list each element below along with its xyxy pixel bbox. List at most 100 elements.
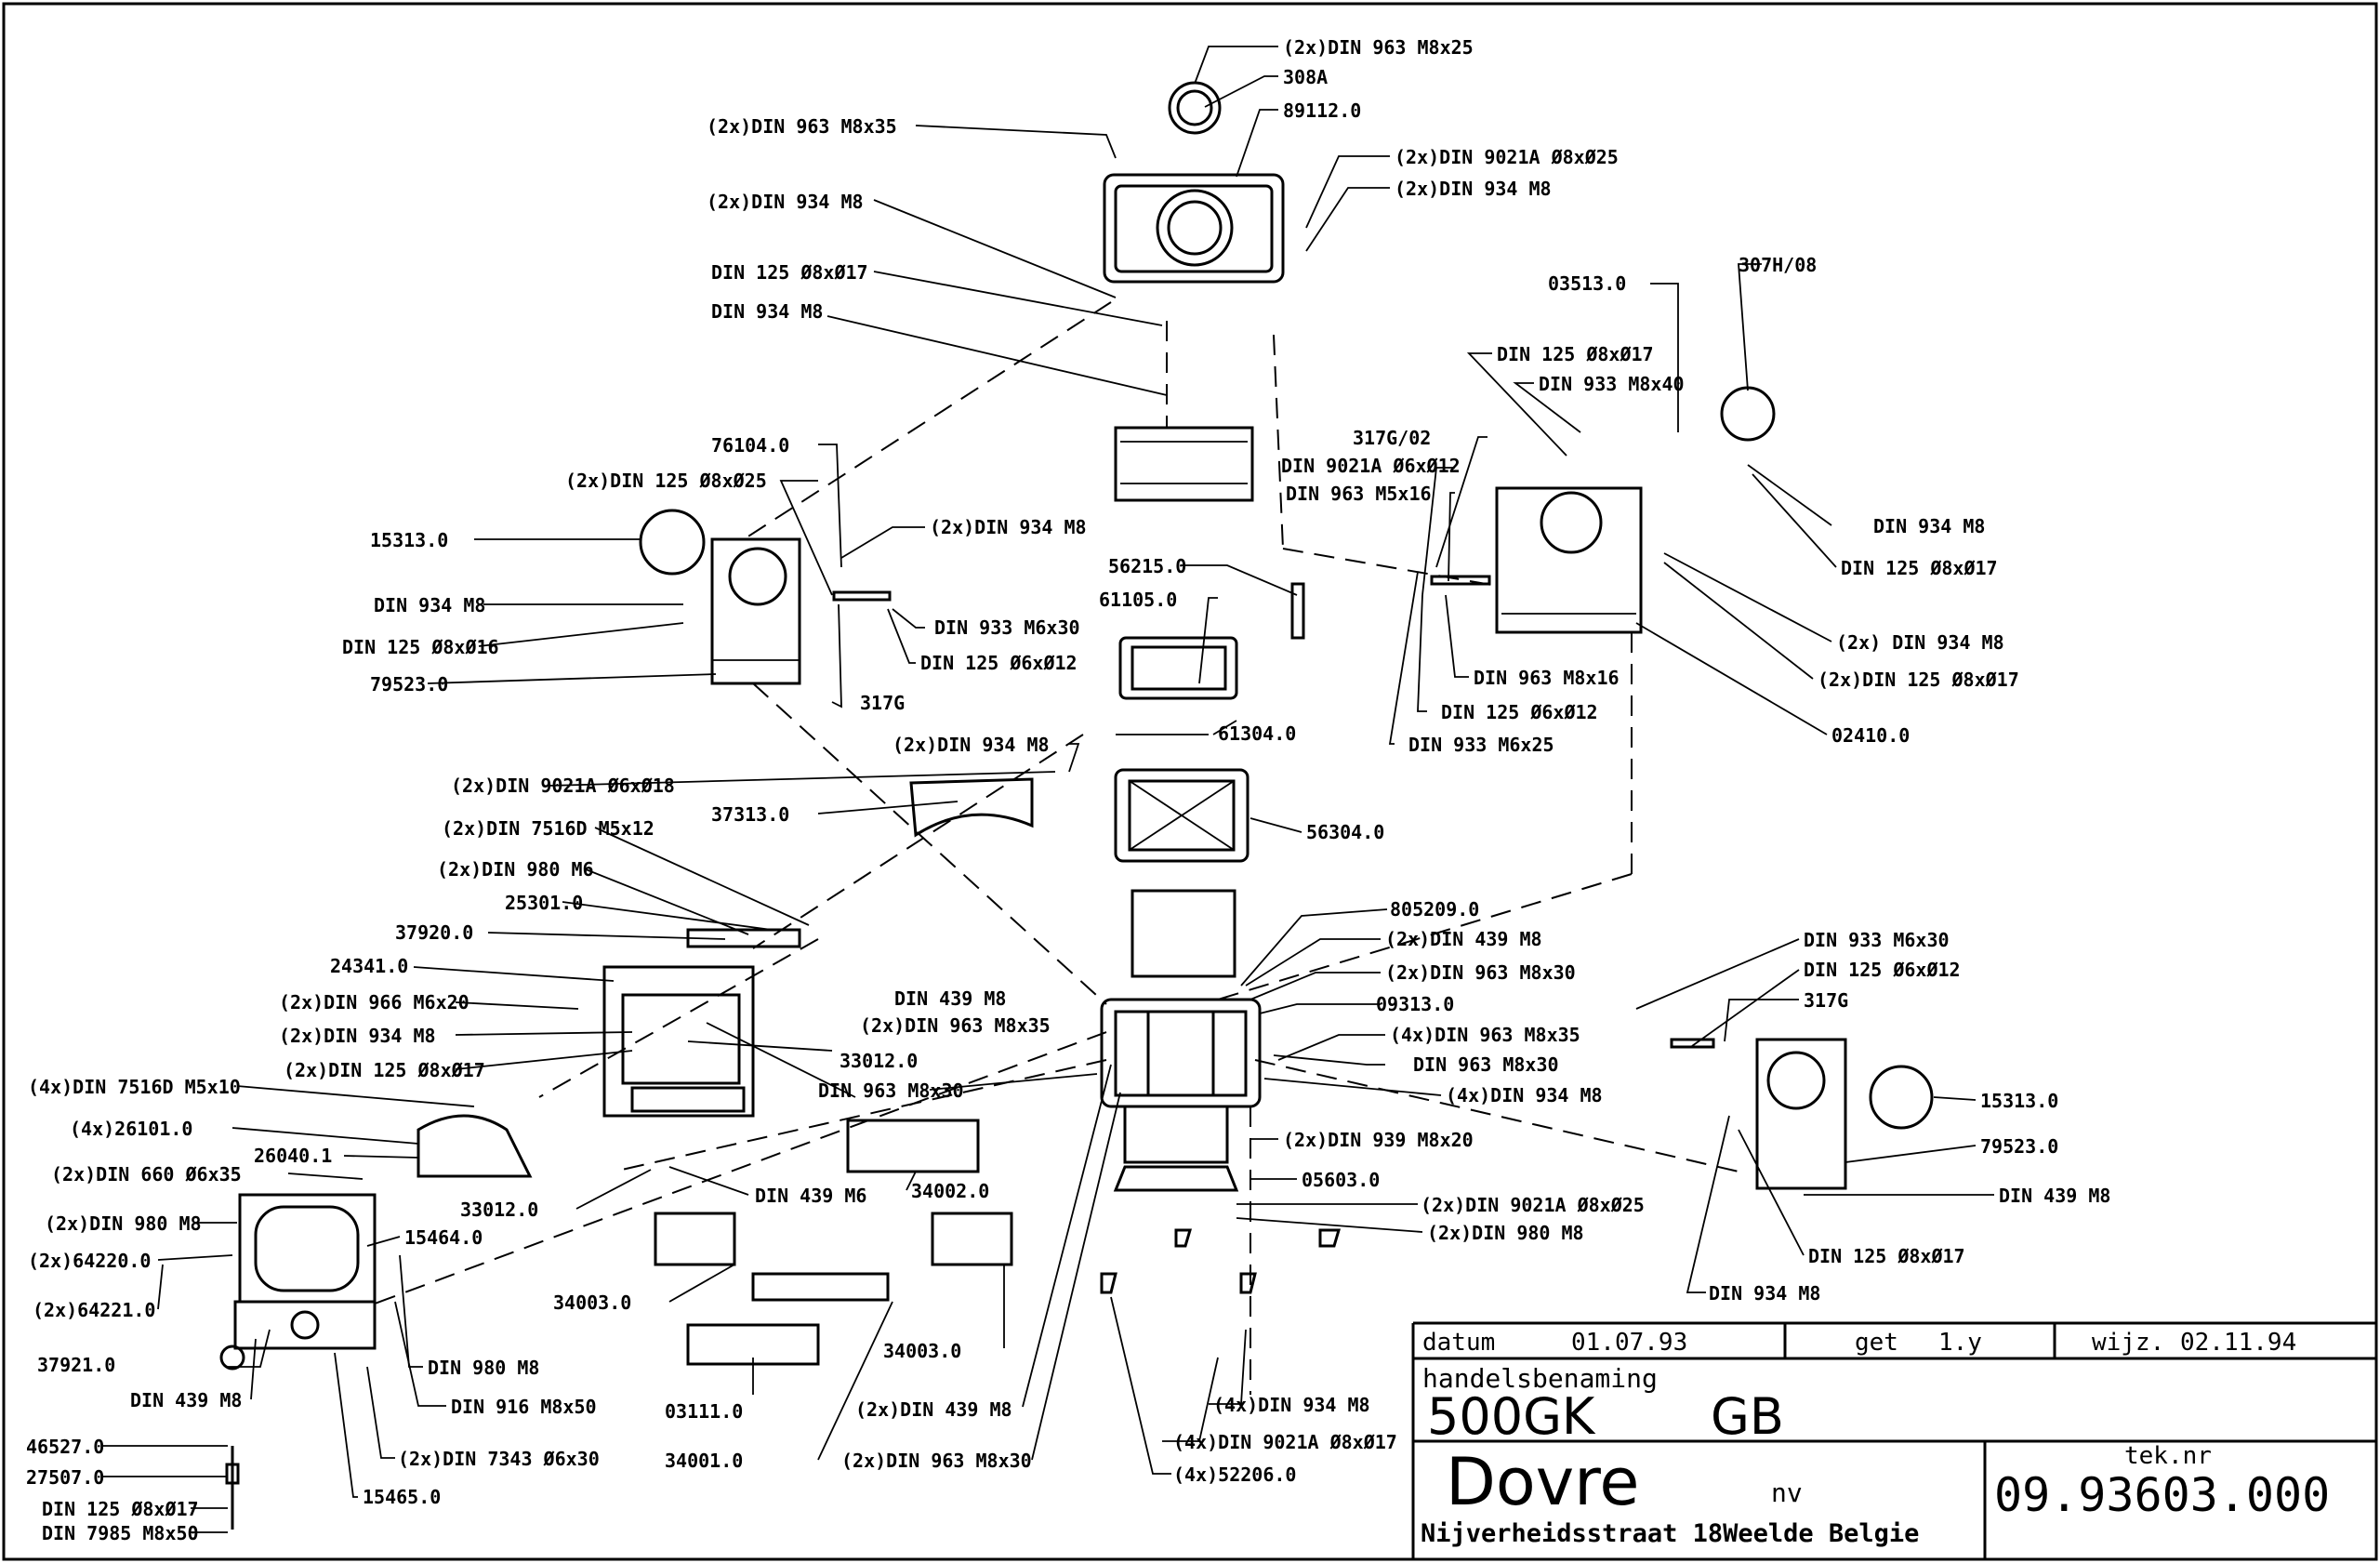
label-15465: 15465.0 [363,1486,441,1508]
label-din439-m8-e: (2x)DIN 439 M8 [855,1398,1012,1421]
label-79523-b: 79523.0 [1980,1135,2058,1158]
label-din125-8x17-g: DIN 125 Ø8xØ17 [42,1498,199,1520]
part-front-frame-24341 [602,928,801,1118]
label-din9021a-8x17: (4x)DIN 9021A Ø8xØ17 [1173,1431,1397,1453]
label-din9021a-6x12: DIN 9021A Ø6xØ12 [1281,455,1461,477]
tek-nr-value: 09.93603.000 [1994,1468,2330,1522]
datum-value: 01.07.93 [1571,1329,1687,1357]
label-307h08: 307H/08 [1739,254,1817,276]
label-din125-6x12-b: DIN 125 Ø6xØ12 [1441,701,1598,723]
label-89112: 89112.0 [1283,99,1361,122]
label-din125-8x17-d: (2x)DIN 125 Ø8xØ17 [1818,669,2019,691]
assembly-center-lines [366,301,1739,1395]
label-52206: (4x)52206.0 [1173,1464,1296,1486]
label-56304: 56304.0 [1306,821,1384,843]
label-24341: 24341.0 [330,955,408,977]
label-din933-m6x30-a: DIN 933 M6x30 [934,616,1080,639]
part-right-side-panel [1430,386,1776,634]
part-left-side-panel [639,509,892,685]
label-din963-m8x35: (2x)DIN 963 M8x35 [707,115,897,138]
label-din439-m6: DIN 439 M6 [755,1185,866,1207]
label-din125-8x17-f: DIN 125 Ø8xØ17 [1808,1245,1965,1267]
label-15313-b: 15313.0 [1980,1090,2058,1112]
label-din9021a-8x25: (2x)DIN 9021A Ø8xØ25 [1395,146,1619,168]
label-din7343-6x30: (2x)DIN 7343 Ø6x30 [398,1448,600,1470]
part-grate-61105 [1118,582,1305,700]
label-din980-m6: (2x)DIN 980 M6 [437,858,594,881]
model-name: 500GK [1427,1387,1596,1446]
label-din660-6x35: (2x)DIN 660 Ø6x35 [51,1163,242,1185]
company-name: Dovre [1446,1444,1639,1520]
label-din934-m8-4x: (4x)DIN 934 M8 [1446,1084,1603,1106]
label-09313: 09313.0 [1376,993,1454,1015]
label-76104: 76104.0 [711,434,789,457]
label-din980-m8-c: DIN 980 M8 [428,1357,539,1379]
label-26101: (4x)26101.0 [70,1118,192,1140]
label-din963-m8x30-a: (2x)DIN 963 M8x30 [1385,961,1576,984]
part-fire-bricks [654,1212,1013,1366]
label-din934-m8-f: DIN 934 M8 [1873,515,1985,537]
label-din125-6x12-a: DIN 125 Ø6xØ12 [920,652,1078,674]
label-din963-m5x16: DIN 963 M5x16 [1286,483,1432,505]
label-46527: 46527.0 [26,1436,104,1458]
label-33012-b: 33012.0 [460,1199,538,1221]
label-34001: 34001.0 [665,1450,743,1472]
wijz-value: 02.11.94 [2180,1329,2296,1357]
label-26040: 26040.1 [254,1145,332,1167]
label-din934-m8-4x-b: (4x)DIN 934 M8 [1213,1394,1370,1416]
title-block: datum 01.07.93 get 1.y wijz. 02.11.94 ha… [1411,1321,2376,1559]
part-flue-collar-assembly [1103,81,1285,284]
label-33012-a: 33012.0 [840,1050,918,1072]
label-din934-m8-e: DIN 934 M8 [374,594,485,616]
label-308a: 308A [1283,66,1328,88]
label-79523-a: 79523.0 [370,673,448,695]
label-din916-m8x50: DIN 916 M8x50 [451,1396,597,1418]
company-suffix: nv [1771,1477,1803,1508]
label-34002: 34002.0 [911,1180,989,1202]
label-61105: 61105.0 [1099,589,1177,611]
label-din125-8x16: DIN 125 Ø8xØ16 [342,636,499,658]
label-din934-m8-g: (2x)DIN 934 M8 [892,734,1050,756]
label-2x-din934-m8: (2x) DIN 934 M8 [1836,631,2004,654]
label-din933-m8x40: DIN 933 M8x40 [1539,373,1685,395]
label-64221: (2x)64221.0 [33,1299,155,1321]
label-din125-6x12-c: DIN 125 Ø6xØ12 [1804,959,1961,981]
label-03513: 03513.0 [1548,272,1626,295]
label-317g-a: 317G [860,692,905,714]
label-din7985-m8x50: DIN 7985 M8x50 [42,1522,199,1544]
label-15313-a: 15313.0 [370,529,448,551]
label-317g02: 317G/02 [1353,427,1431,449]
label-din439-m8-c: DIN 439 M8 [1999,1185,2110,1207]
part-stove-body [1100,998,1262,1192]
label-din7516d-m5x10: (4x)DIN 7516D M5x10 [28,1076,241,1098]
label-61304: 61304.0 [1218,722,1296,745]
datum-label: datum [1422,1329,1495,1357]
label-din125-8x17-a: DIN 125 Ø8xØ17 [711,261,868,284]
model-suffix: GB [1711,1387,1784,1446]
handelsbenaming-label: handelsbenaming [1422,1363,1658,1394]
company-address: Nijverheidsstraat 18Weelde Belgie [1421,1519,1919,1548]
label-din963-m8x30-b: DIN 963 M8x30 [1413,1053,1559,1076]
label-din439-m8-b: DIN 439 M8 [894,987,1006,1010]
label-din963-m8x25: (2x)DIN 963 M8x25 [1283,36,1474,59]
label-din963-m8x35-b: (4x)DIN 963 M8x35 [1390,1024,1580,1046]
part-door-assembly [219,1193,377,1371]
label-din439-m8-d: DIN 439 M8 [130,1389,242,1411]
part-ash-lip-34002 [846,1119,980,1173]
label-56215: 56215.0 [1108,555,1186,577]
label-15464: 15464.0 [404,1226,483,1249]
part-labels: (2x)DIN 963 M8x25 308A 89112.0 (2x)DIN 9… [26,36,2110,1544]
label-37313: 37313.0 [711,803,789,826]
label-din966-m6x20: (2x)DIN 966 M6x20 [279,991,469,1013]
tek-nr-label: tek.nr [2124,1442,2212,1470]
label-34003-b: 34003.0 [883,1340,961,1362]
label-din980-m8-a: (2x)DIN 980 M8 [45,1212,202,1235]
label-din125-8x17-e: (2x)DIN 125 Ø8xØ17 [284,1059,485,1081]
label-din933-m6x25: DIN 933 M6x25 [1408,734,1554,756]
part-front-hood-37313 [909,777,1034,838]
part-feet-52206 [1100,1228,1342,1294]
part-back-plate-805209 [1130,889,1236,978]
label-03111: 03111.0 [665,1400,743,1423]
part-glass-26101 [416,1114,533,1178]
